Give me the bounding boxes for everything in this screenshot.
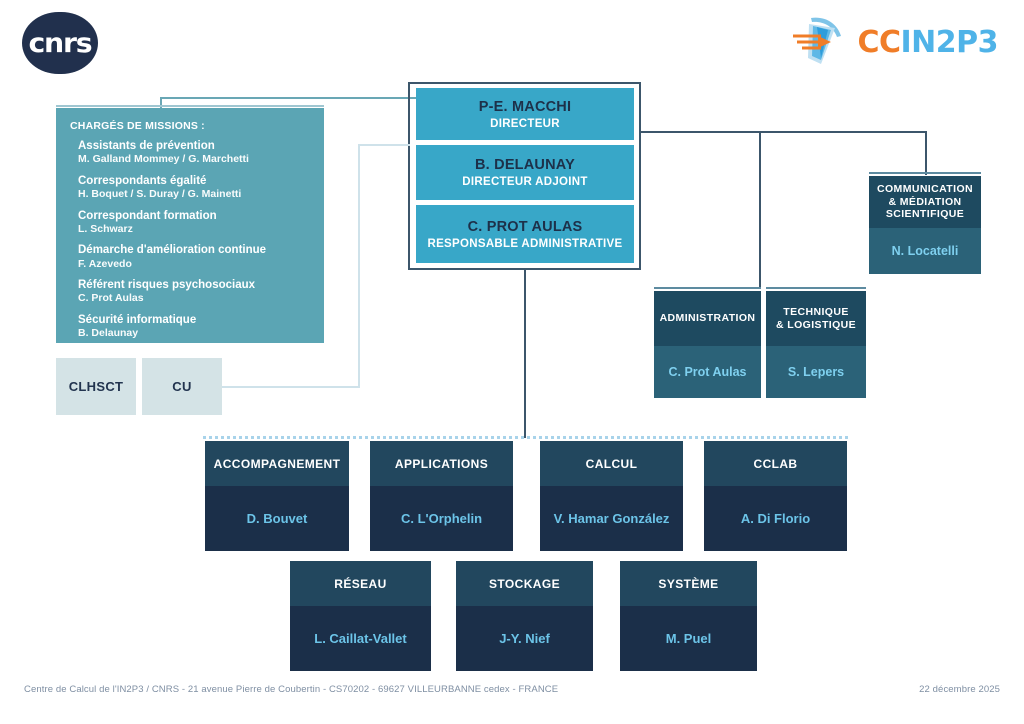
unit-title: ADMINISTRATION bbox=[654, 291, 761, 346]
director-box-directeur[interactable]: P-E. MACCHI DIRECTEUR bbox=[416, 88, 634, 140]
director-role: DIRECTEUR bbox=[490, 117, 560, 130]
unit-box-systeme[interactable]: SYSTÈME M. Puel bbox=[620, 561, 757, 671]
unit-box-accompagnement[interactable]: ACCOMPAGNEMENT D. Bouvet bbox=[205, 441, 349, 551]
unit-cap bbox=[654, 287, 761, 289]
mission-item: Démarche d'amélioration continue F. Azev… bbox=[78, 244, 310, 270]
unit-lead: A. Di Florio bbox=[740, 511, 811, 526]
unit-lead: M. Puel bbox=[665, 631, 712, 646]
mission-role: Correspondant formation bbox=[78, 209, 217, 222]
director-role: DIRECTEUR ADJOINT bbox=[462, 176, 588, 188]
unit-title: APPLICATIONS bbox=[370, 441, 513, 486]
footer-address: Centre de Calcul de l'IN2P3 / CNRS - 21 … bbox=[24, 684, 559, 695]
ccin2p3-mark-icon bbox=[791, 14, 855, 70]
mission-role: Sécurité informatique bbox=[78, 314, 197, 327]
mission-people: B. Delaunay bbox=[78, 327, 139, 340]
connector-frame-bottom bbox=[408, 268, 641, 270]
ccin2p3-logo: CCIN2P3 bbox=[791, 14, 998, 70]
unit-box-cclab[interactable]: CCLAB A. Di Florio bbox=[704, 441, 847, 551]
director-name: B. DELAUNAY bbox=[475, 157, 575, 173]
unit-cap bbox=[766, 287, 866, 289]
unit-title: CCLAB bbox=[704, 441, 847, 486]
committee-box-cu[interactable]: CU bbox=[142, 358, 222, 415]
connector-cu-vertical bbox=[358, 144, 360, 387]
mission-item: Correspondant formation L. Schwarz bbox=[78, 210, 310, 236]
unit-title: STOCKAGE bbox=[456, 561, 593, 606]
unit-title: SYSTÈME bbox=[620, 561, 757, 606]
director-box-directeur-adjoint[interactable]: B. DELAUNAY DIRECTEUR ADJOINT bbox=[416, 145, 634, 200]
unit-box-applications[interactable]: APPLICATIONS C. L'Orphelin bbox=[370, 441, 513, 551]
connector-cu-horizontal bbox=[215, 386, 360, 388]
mission-people: L. Schwarz bbox=[78, 222, 133, 235]
committee-label: CU bbox=[172, 379, 192, 394]
cnrs-logo: cnrs bbox=[22, 12, 98, 74]
connector-right-branch-horizontal bbox=[639, 131, 927, 133]
unit-title: COMMUNICATION & MÉDIATION SCIENTIFIQUE bbox=[869, 176, 981, 228]
connector-cu-to-frame bbox=[358, 144, 410, 146]
committee-label: CLHSCT bbox=[68, 379, 124, 394]
unit-lead: L. Caillat-Vallet bbox=[314, 631, 407, 646]
unit-lead: C. L'Orphelin bbox=[400, 511, 483, 526]
missions-header: CHARGÉS DE MISSIONS : bbox=[70, 120, 205, 132]
unit-lead: N. Locatelli bbox=[891, 244, 959, 258]
missions-panel: CHARGÉS DE MISSIONS : Assistants de prév… bbox=[56, 108, 324, 343]
mission-people: M. Galland Mommey / G. Marchetti bbox=[78, 153, 249, 166]
footer-date: 22 décembre 2025 bbox=[919, 684, 1000, 695]
director-role: RESPONSABLE ADMINISTRATIVE bbox=[427, 237, 623, 250]
mission-item: Correspondants égalité H. Boquet / S. Du… bbox=[78, 175, 310, 201]
unit-lead: C. Prot Aulas bbox=[668, 365, 747, 379]
mission-people: C. Prot Aulas bbox=[78, 292, 144, 305]
unit-box-administration[interactable]: ADMINISTRATION C. Prot Aulas bbox=[654, 291, 761, 398]
connector-admin-tech-drop bbox=[759, 131, 761, 287]
unit-cap bbox=[869, 172, 981, 174]
cnrs-logo-text: cnrs bbox=[28, 27, 93, 59]
committee-box-clhsct[interactable]: CLHSCT bbox=[56, 358, 136, 415]
connector-comm-drop bbox=[925, 131, 927, 175]
missions-panel-cap bbox=[56, 105, 324, 107]
connector-frame-top bbox=[408, 82, 641, 84]
ccin2p3-wordmark: CCIN2P3 bbox=[857, 25, 998, 60]
mission-role: Référent risques psychosociaux bbox=[78, 279, 256, 292]
director-name: C. PROT AULAS bbox=[467, 218, 583, 235]
mission-item: Assistants de prévention M. Galland Momm… bbox=[78, 140, 310, 166]
unit-box-calcul[interactable]: CALCUL V. Hamar González bbox=[540, 441, 683, 551]
mission-role: Démarche d'amélioration continue bbox=[78, 244, 267, 257]
mission-role: Assistants de prévention bbox=[78, 140, 215, 152]
unit-title: ACCOMPAGNEMENT bbox=[205, 441, 349, 486]
connector-services-drop bbox=[524, 270, 526, 438]
director-box-responsable-administrative[interactable]: C. PROT AULAS RESPONSABLE ADMINISTRATIVE bbox=[416, 205, 634, 263]
unit-lead: J-Y. Nief bbox=[499, 631, 550, 646]
connector-left-vertical bbox=[408, 82, 410, 270]
connector-services-bus-dotted bbox=[203, 436, 848, 439]
connector-missions-top-rule bbox=[160, 97, 422, 99]
unit-box-technique-logistique[interactable]: TECHNIQUE & LOGISTIQUE S. Lepers bbox=[766, 291, 866, 398]
unit-title: CALCUL bbox=[540, 441, 683, 486]
unit-title: RÉSEAU bbox=[290, 561, 431, 606]
connector-missions-drop bbox=[160, 97, 162, 109]
ccin2p3-cc-text: CC bbox=[857, 24, 901, 60]
ccin2p3-in2p3-text: IN2P3 bbox=[900, 24, 998, 60]
unit-box-stockage[interactable]: STOCKAGE J-Y. Nief bbox=[456, 561, 593, 671]
mission-people: H. Boquet / S. Duray / G. Mainetti bbox=[78, 188, 242, 201]
unit-title: TECHNIQUE & LOGISTIQUE bbox=[766, 291, 866, 346]
mission-item: Sécurité informatique B. Delaunay bbox=[78, 314, 310, 340]
connector-right-vertical bbox=[639, 82, 641, 270]
unit-lead: V. Hamar González bbox=[553, 511, 670, 526]
unit-lead: S. Lepers bbox=[787, 365, 845, 379]
unit-box-communication[interactable]: COMMUNICATION & MÉDIATION SCIENTIFIQUE N… bbox=[869, 176, 981, 274]
mission-item: Référent risques psychosociaux C. Prot A… bbox=[78, 279, 310, 305]
unit-box-reseau[interactable]: RÉSEAU L. Caillat-Vallet bbox=[290, 561, 431, 671]
director-name: P-E. MACCHI bbox=[478, 98, 572, 115]
mission-people: F. Azevedo bbox=[78, 257, 132, 270]
mission-role: Correspondants égalité bbox=[78, 174, 207, 187]
unit-lead: D. Bouvet bbox=[246, 511, 308, 526]
